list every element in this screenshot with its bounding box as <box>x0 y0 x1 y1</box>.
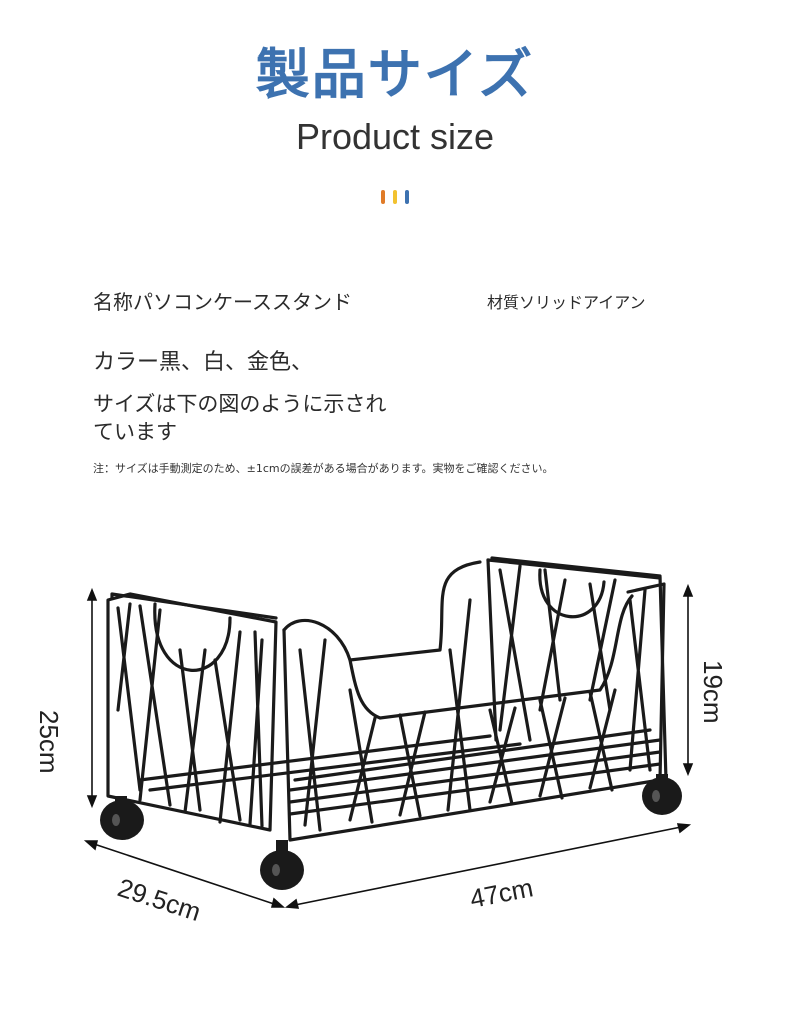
accent-bars <box>381 190 411 206</box>
caster-hub-right <box>652 790 660 802</box>
accent-bar-yellow <box>393 190 397 204</box>
dimension-height-total: 25cm <box>34 710 64 774</box>
caster-hubs <box>112 790 660 876</box>
accent-bar-blue <box>405 190 409 204</box>
product-diagram: 25cm 19cm 29.5cm 47cm <box>34 556 728 927</box>
product-material: 材質ソリッドアイアン <box>487 293 646 312</box>
caster-wheel-right <box>642 777 682 815</box>
accent-bar-orange <box>381 190 385 204</box>
dimension-height-low: 19cm <box>698 660 728 724</box>
product-name: 名称パソコンケーススタンド <box>93 290 352 314</box>
caster-wheel-front-left <box>260 850 304 890</box>
page-title-en: Product size <box>295 116 495 157</box>
caster-hub-back-left <box>112 814 120 826</box>
caster-wheel-back-left <box>100 800 144 840</box>
size-description-line2: ています <box>93 420 177 444</box>
dimension-width: 47cm <box>467 872 535 914</box>
dimension-lines <box>83 583 694 909</box>
caster-mount-back-left <box>115 796 127 806</box>
dimension-depth: 29.5cm <box>114 872 204 927</box>
page-title-jp: 製品サイズ <box>255 43 535 106</box>
product-colors: カラー黒、白、金色、 <box>93 350 314 375</box>
measurement-disclaimer: 注：サイズは手動測定のため、±1cmの誤差がある場合があります。実物をご確認くだ… <box>93 462 554 475</box>
size-description-line1: サイズは下の図のように示され <box>93 392 387 416</box>
stand-frame <box>106 556 668 842</box>
caster-mount-front-left <box>276 840 288 852</box>
caster-mount-right <box>656 774 668 784</box>
caster-wheels <box>100 774 682 890</box>
size-description: サイズは下の図のように示され ています <box>93 390 453 446</box>
caster-hub-front-left <box>272 864 280 876</box>
